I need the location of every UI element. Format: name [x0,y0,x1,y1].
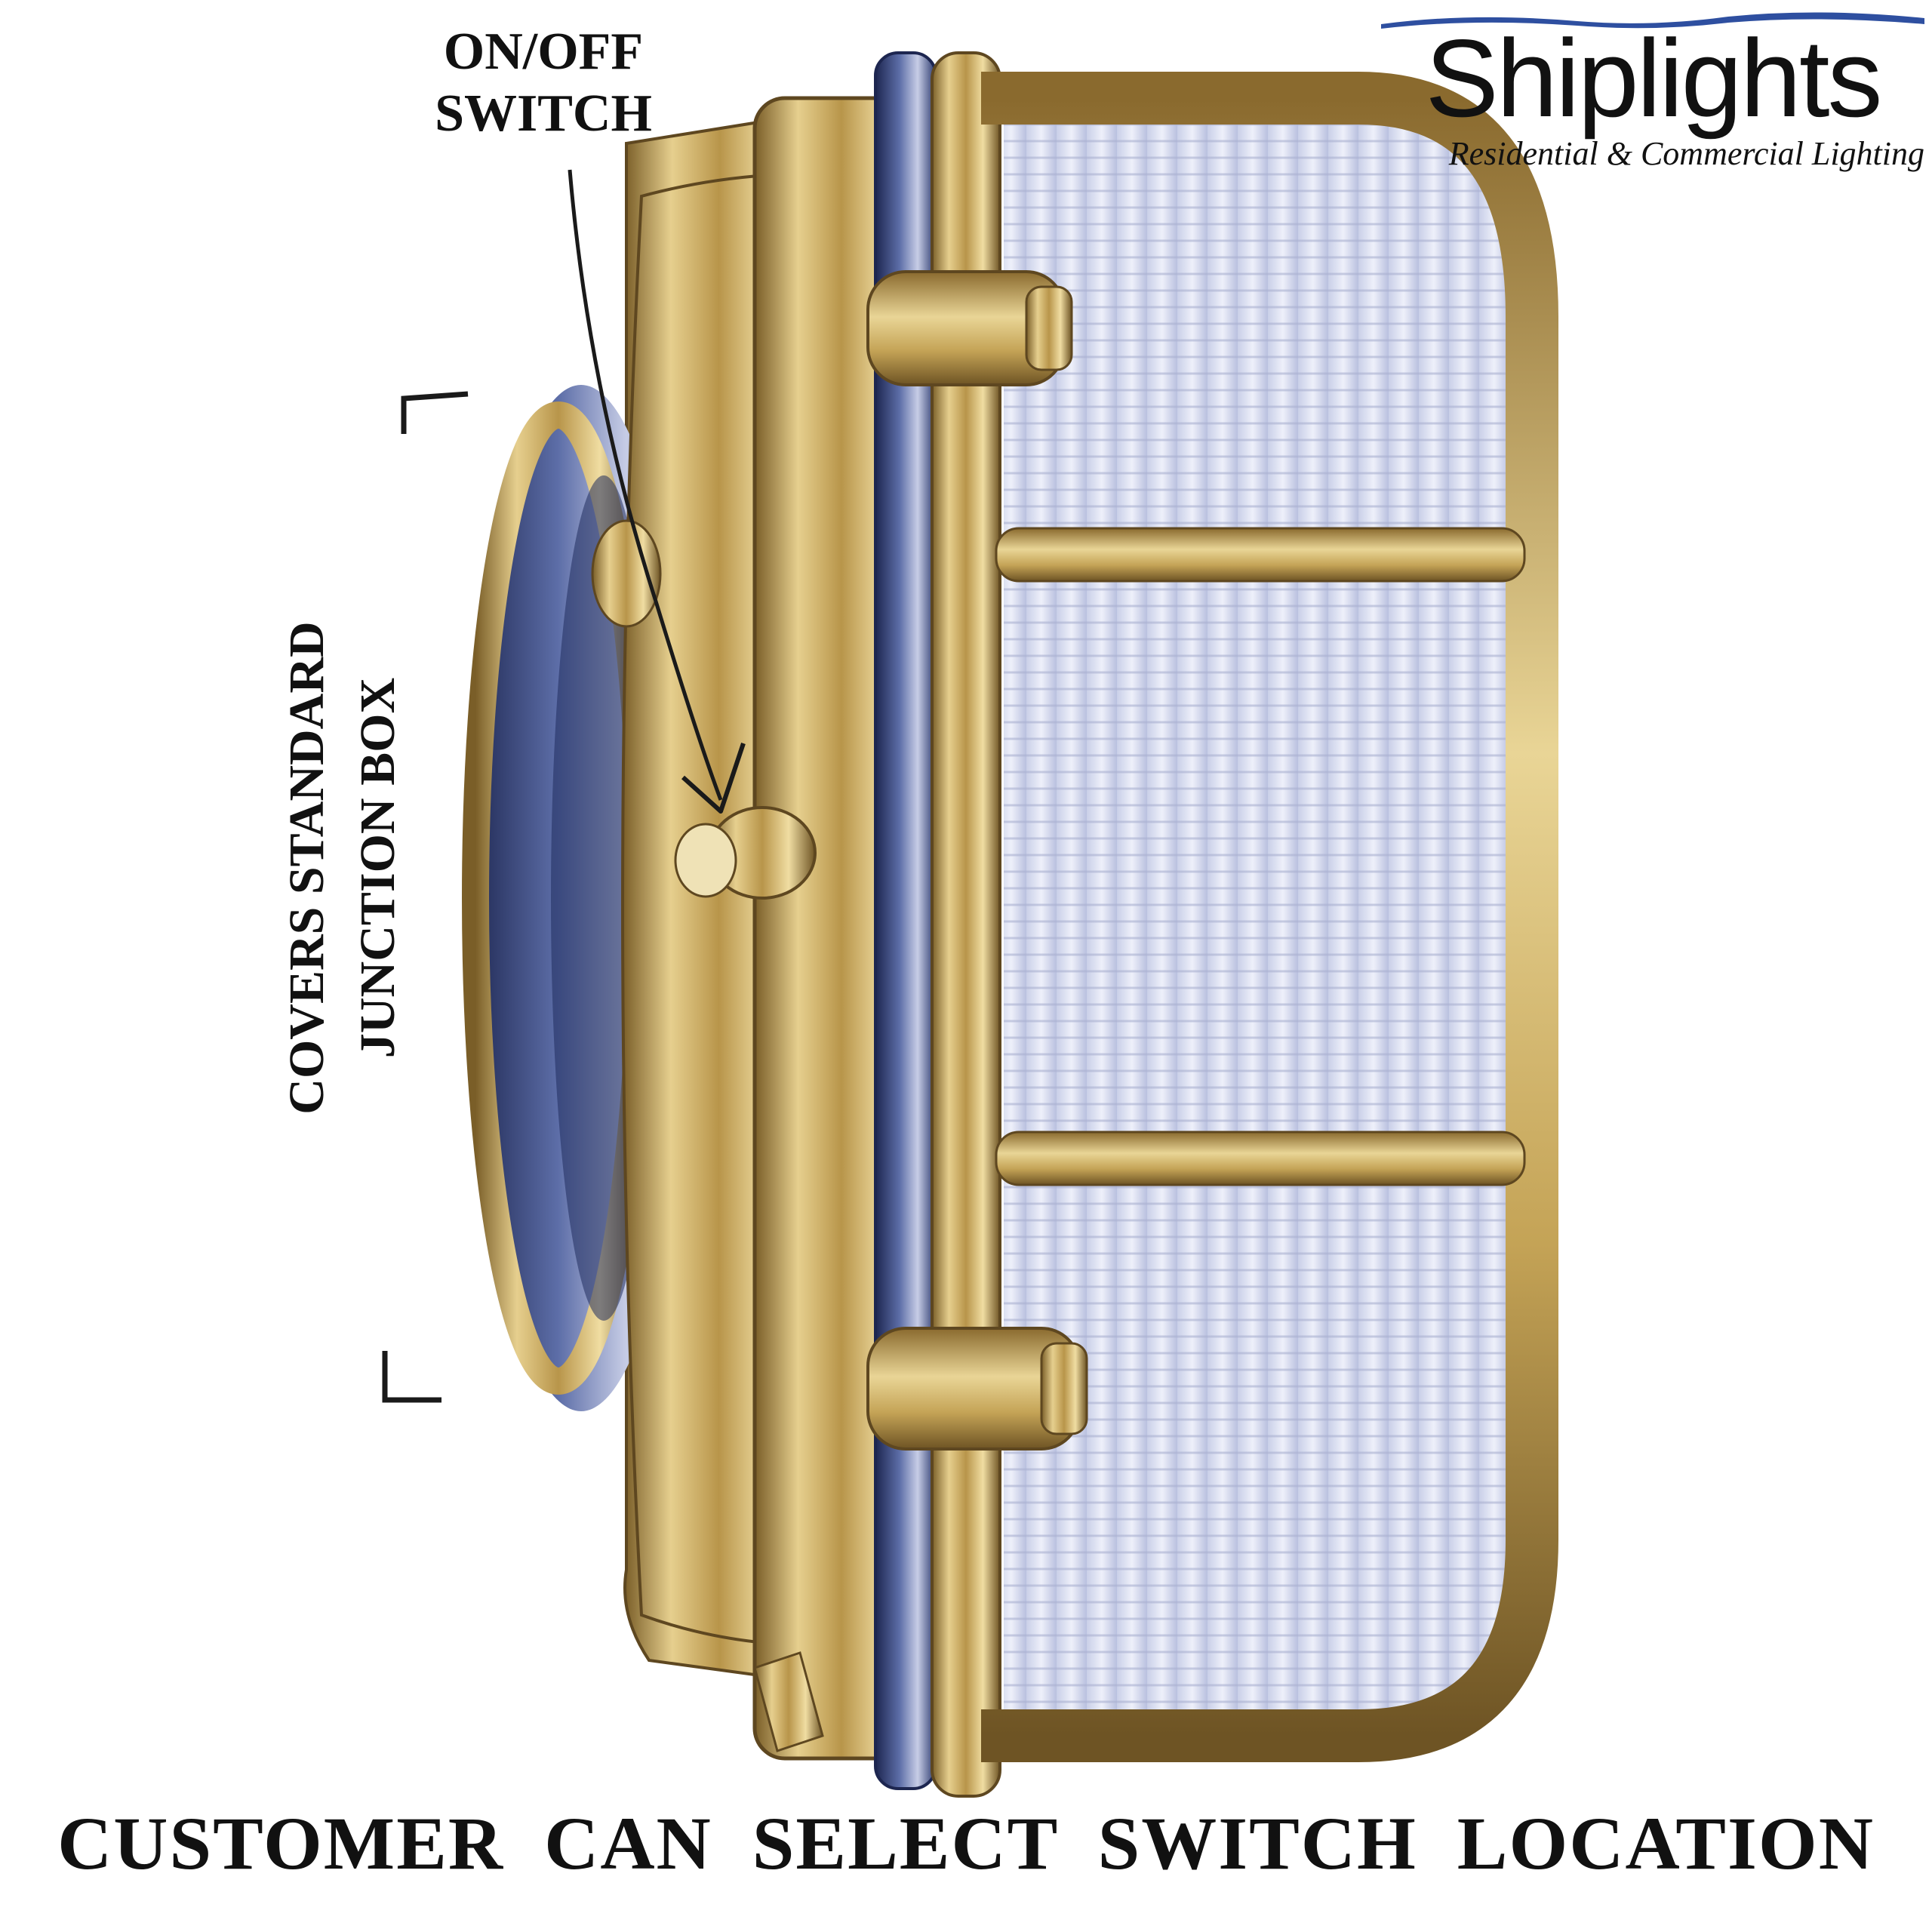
on-off-switch [674,806,817,900]
switch-pointer-arrow [568,169,746,814]
junction-box-bracket-marks [382,391,469,1403]
junction-box-callout: COVERS STANDARD JUNCTION BOX [272,558,414,1177]
switch-callout-line2: SWITCH [435,85,652,143]
clamp-screws [753,270,1088,1752]
junction-callout-line2: JUNCTION BOX [350,677,405,1059]
logo-tagline: Residential & Commercial Lighting [1448,135,1924,172]
logo-wave-icon [1381,12,1924,29]
footer-title: CUSTOMER CAN SELECT SWITCH LOCATION [57,1801,1875,1885]
cage-bar-upper [995,527,1526,583]
switch-callout-line1: ON/OFF [443,23,644,81]
switch-toggle-icon [674,823,737,898]
lamp-glass-cage [981,72,1558,1762]
cage-bar-lower [995,1131,1526,1186]
junction-callout-line1: COVERS STANDARD [279,621,334,1115]
shiplights-logo: Shiplights Residential & Commercial Ligh… [1381,8,1924,174]
side-screw-icon [591,519,662,628]
switch-callout-label: ON/OFF SWITCH [400,21,687,145]
logo-wordmark: Shiplights [1425,17,1882,140]
bottom-screw-icon [753,1651,824,1752]
